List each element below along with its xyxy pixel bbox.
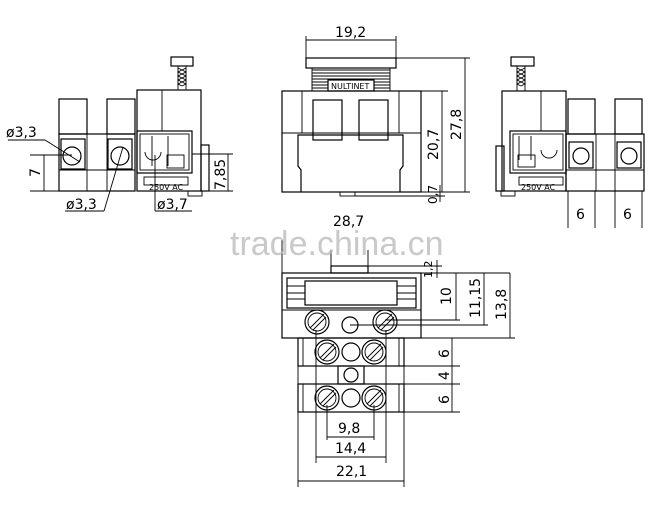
- screw-housing-2: [107, 138, 133, 170]
- fuse-holder-body: [136, 89, 202, 192]
- screw-hole-1: [62, 146, 82, 166]
- dim-pitch-6-right-a: 6: [576, 207, 585, 223]
- module-row-1: [297, 337, 405, 367]
- dim-height-207: 20,7: [426, 129, 442, 160]
- module-row-2: [297, 383, 405, 413]
- left-side-view: 250V AC ø3,3 7 ø3,3 ø3,7 7,85: [6, 56, 233, 213]
- screw-housing-1: [60, 138, 86, 170]
- dim-height-785: 7,85: [213, 159, 229, 190]
- dim-dia-33-b: ø3,3: [66, 197, 97, 213]
- dim-offset-12: 1,2: [422, 261, 435, 279]
- rating-label-left: 250V AC: [149, 183, 184, 192]
- dim-height-10: 10: [439, 287, 455, 305]
- watermark: trade.china.cn: [230, 225, 444, 263]
- adjust-screw-head-right: [510, 56, 535, 67]
- dim-width-221: 22,1: [336, 464, 367, 480]
- screw-hole-2: [110, 146, 130, 166]
- dim-width-287: 28,7: [333, 214, 364, 230]
- rating-label-right: 250V AC: [521, 183, 556, 192]
- terminal-post-2: [106, 98, 136, 135]
- fuse-window: [136, 130, 193, 174]
- dim-offset-07: 0,7: [426, 185, 440, 204]
- dim-pitch-6-right-b: 6: [623, 207, 632, 223]
- dim-pitch-6-a: 6: [437, 349, 453, 358]
- brand-label: NULTINET: [331, 82, 369, 91]
- dim-pitch-4: 4: [437, 371, 453, 380]
- right-side-view: 250V AC 6 6: [495, 56, 645, 228]
- top-view: 9,8 14,4 22,1 28,7 1,2 10 11,15 13,8 6 4…: [281, 214, 515, 487]
- dim-height-1115: 11,15: [468, 278, 484, 318]
- screw-top-left: [304, 309, 330, 335]
- fuse-cap: [305, 57, 397, 69]
- terminal-post-1: [58, 98, 88, 135]
- dim-width-98: 9,8: [338, 421, 360, 437]
- dim-width-144: 14,4: [335, 441, 366, 457]
- adjust-screw-head: [170, 56, 194, 67]
- dim-height-278: 27,8: [449, 109, 465, 140]
- front-view: NULTINET 19,2 20,7 27,8 0,7: [281, 25, 470, 204]
- dim-dia-37: ø3,7: [157, 197, 188, 213]
- dim-dia-33-a: ø3,3: [6, 125, 37, 141]
- terminal-post-right-2: [614, 98, 643, 135]
- terminal-post-right-1: [567, 98, 596, 135]
- dim-height-7: 7: [28, 168, 44, 177]
- fuse-holder-right: [501, 90, 567, 192]
- terminal-body: [58, 133, 136, 192]
- screw-top-right: [372, 309, 398, 335]
- dim-height-138: 13,8: [494, 289, 510, 320]
- dim-pitch-6-b: 6: [437, 395, 453, 404]
- dim-width-192: 19,2: [335, 25, 366, 41]
